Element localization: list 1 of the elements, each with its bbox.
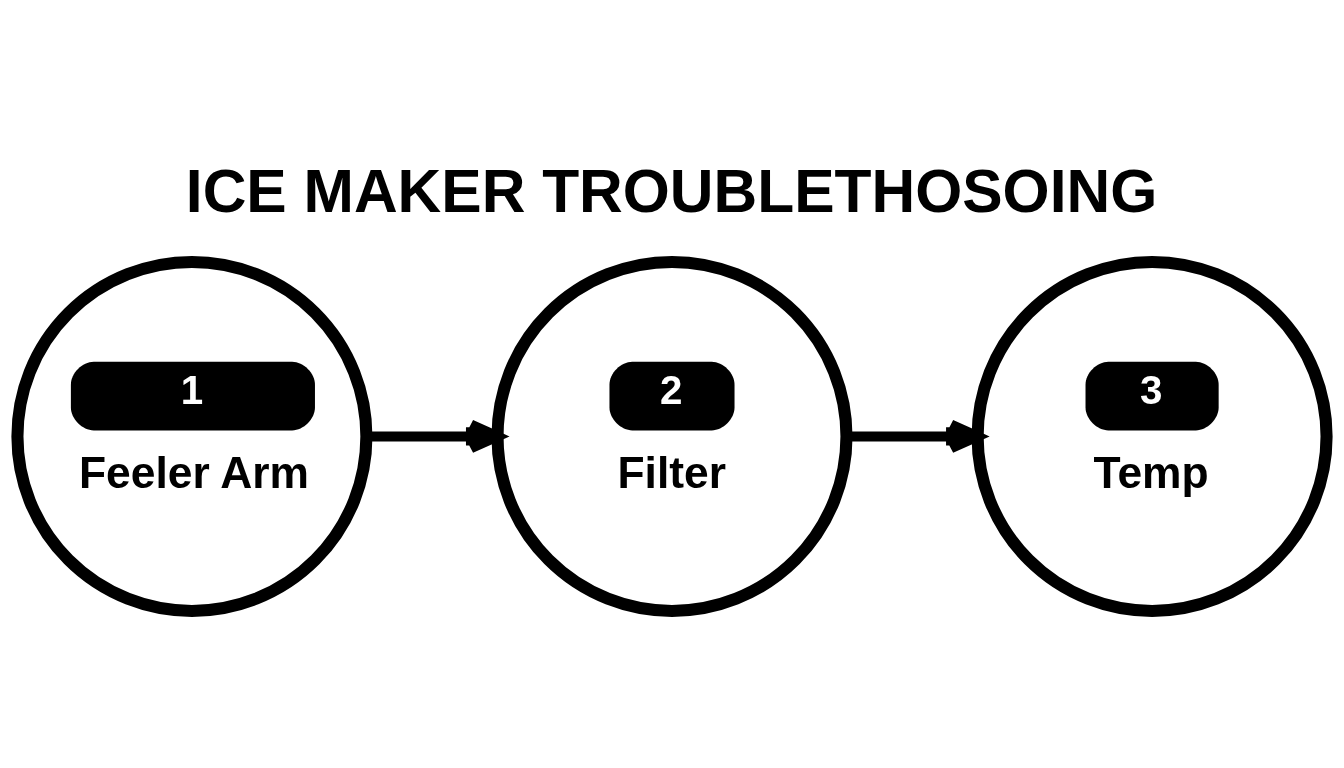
diagram-title: ICE MAKER TROUBLETHOSOING — [185, 156, 1158, 225]
